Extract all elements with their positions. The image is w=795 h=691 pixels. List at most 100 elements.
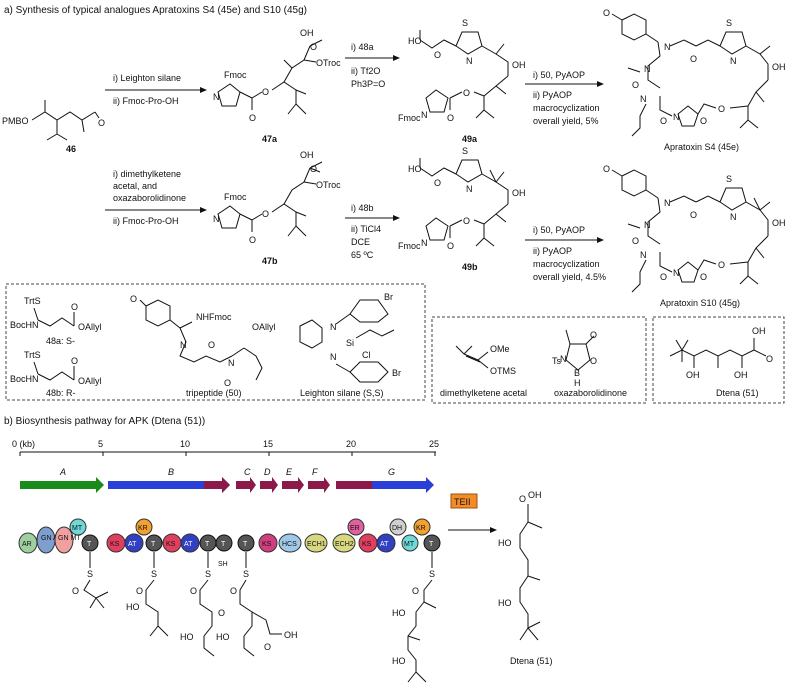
compound-49a-label: 49a xyxy=(462,134,478,144)
oh-label: OH xyxy=(772,62,786,72)
o-label: O xyxy=(412,586,419,596)
s-label: S xyxy=(205,569,211,579)
o-label: O xyxy=(766,354,773,364)
o-label: O xyxy=(130,294,137,304)
s-label: S xyxy=(243,569,249,579)
tick-25: 25 xyxy=(429,439,439,449)
domain-at-b2: AT xyxy=(184,541,193,548)
s-label: S xyxy=(429,569,435,579)
o-label: O xyxy=(660,272,667,282)
dtena-product-label: Dtena (51) xyxy=(510,656,553,666)
domain-t-b2: T xyxy=(205,541,210,548)
route2-step2-line1: i) 48b xyxy=(351,203,374,213)
route1-step2-line1: i) 48a xyxy=(351,42,374,52)
compound-47a-label: 47a xyxy=(262,134,278,144)
br-label: Br xyxy=(384,292,393,302)
o-label: O xyxy=(72,586,79,596)
apratoxin-s4: O N O S N OH O O N O N N O Apratoxin S4 … xyxy=(603,8,786,152)
oh-label: OH xyxy=(752,326,766,336)
gene-b-arrow-tip xyxy=(204,477,230,493)
otroc-label: OTroc xyxy=(316,58,341,68)
domain-ks-d: KS xyxy=(262,541,272,548)
gene-g-arrow-left xyxy=(336,481,372,489)
domain-t-b1: T xyxy=(151,541,156,548)
reagents-box xyxy=(5,283,426,401)
o-label: O xyxy=(447,113,454,123)
n-label: N xyxy=(180,340,187,350)
domain-ech2: ECH2 xyxy=(335,541,354,548)
apratoxin-s10: O N O S N OH O O N O N N O Apratoxin S10… xyxy=(603,164,786,308)
gene-e-label: E xyxy=(286,467,293,477)
n-label: N xyxy=(213,92,220,102)
teii-box xyxy=(450,493,478,509)
o-label: O xyxy=(190,586,197,596)
domain-mt-a: MT xyxy=(72,525,83,532)
section-a-heading: a) Synthesis of typical analogues Aprato… xyxy=(4,5,307,16)
gene-g-label: G xyxy=(388,467,395,477)
route2-step1-line2: acetal, and xyxy=(113,181,157,191)
domain-gn-at: GN AT xyxy=(41,535,62,542)
dimethylketene-acetal: OMe OTMS dimethylketene acetal xyxy=(440,344,527,398)
trts-label: TrtS xyxy=(24,296,41,306)
si-label: Si xyxy=(346,338,354,348)
compound-46: PMBO O 46 xyxy=(2,100,105,154)
n-label: N xyxy=(644,64,651,74)
gene-a-arrow xyxy=(20,477,104,493)
sh-label: SH xyxy=(218,561,228,568)
o-label: O xyxy=(310,42,317,52)
intermediate-b2: S O O HO xyxy=(180,552,225,657)
route2-step3-line1: i) 50, PyAOP xyxy=(533,225,585,235)
domain-ks-b1: KS xyxy=(110,541,120,548)
kb-scale: 0 (kb) 5 10 15 20 25 xyxy=(12,439,439,456)
domain-t-a: T xyxy=(87,541,92,548)
tick-15: 15 xyxy=(263,439,273,449)
tick-10: 10 xyxy=(180,439,190,449)
dtena-structure-box: OH OH OH O Dtena (51) xyxy=(669,326,773,398)
n-label: N xyxy=(421,110,428,120)
apratoxin-s4-label: Apratoxin S4 (45e) xyxy=(664,142,739,152)
dtena-box-label: Dtena (51) xyxy=(716,388,759,398)
n-label: N xyxy=(673,268,680,278)
route1-step1-line1: i) Leighton silane xyxy=(113,73,181,83)
trts-label: TrtS xyxy=(24,350,41,360)
gene-e-arrow xyxy=(282,477,304,493)
o-label: O xyxy=(262,209,269,219)
domain-ks-b2: KS xyxy=(166,541,176,548)
br-label: Br xyxy=(392,368,401,378)
route2-step3-line2: ii) PyAOP xyxy=(533,246,572,256)
dtena-box xyxy=(652,316,785,404)
tick-20: 20 xyxy=(346,439,356,449)
gene-a-label: A xyxy=(59,467,66,477)
o-label: O xyxy=(224,378,231,388)
o-label: O xyxy=(660,116,667,126)
tripeptide-label: tripeptide (50) xyxy=(186,388,242,398)
domain-ar: AR xyxy=(22,541,32,548)
route1-step3-line2: ii) PyAOP xyxy=(533,90,572,100)
route1-step2-line2: ii) Tf2O xyxy=(351,66,380,76)
oallyl-label: OAllyl xyxy=(78,322,102,332)
o-label: O xyxy=(519,494,526,504)
o-label: O xyxy=(230,586,237,596)
n-label: N xyxy=(644,220,651,230)
ho-label: HO xyxy=(392,608,406,618)
compound-49a: HO O S N OH O O Fmoc N 49a xyxy=(398,18,526,144)
n-label: N xyxy=(730,212,737,222)
o-label: O xyxy=(632,236,639,246)
o-label: O xyxy=(447,241,454,251)
domain-gn-mt: GN MT xyxy=(58,535,81,542)
gene-d-label: D xyxy=(264,467,271,477)
oh-label: OH xyxy=(300,28,314,38)
o-label: O xyxy=(632,80,639,90)
s-label: S xyxy=(726,18,732,28)
leighton-label: Leighton silane (S,S) xyxy=(300,388,384,398)
fmoc-label: Fmoc xyxy=(398,113,421,123)
n-label: N xyxy=(640,94,647,104)
domain-kr-g: KR xyxy=(416,525,426,532)
o-label: O xyxy=(71,302,78,312)
route2-step2-line4: 65 ºC xyxy=(351,250,374,260)
oh-label: OH xyxy=(284,630,298,640)
gene-b-label: B xyxy=(168,467,174,477)
o-label: O xyxy=(249,235,256,245)
ho-label: HO xyxy=(180,632,194,642)
n-label: N xyxy=(330,322,337,332)
